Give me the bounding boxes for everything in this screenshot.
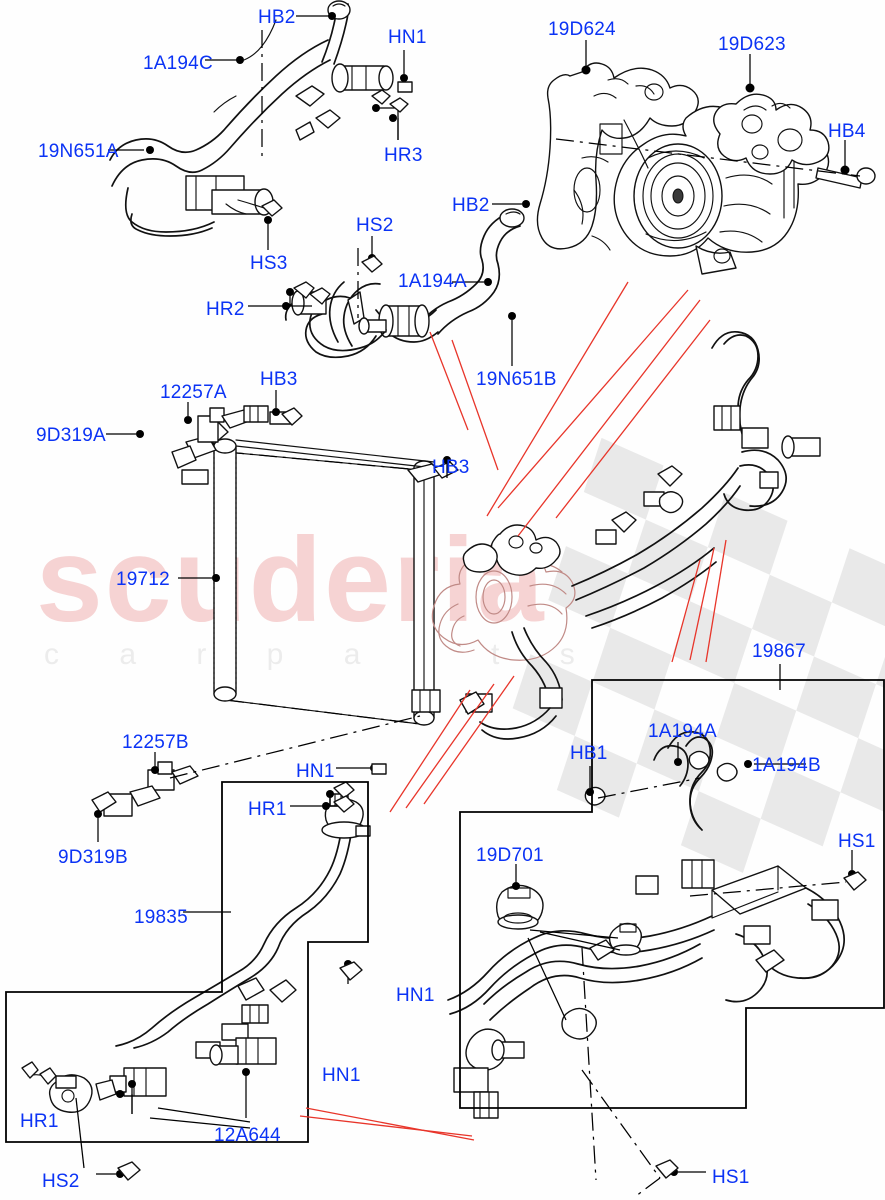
label-HS2-mid[interactable]: HS2 xyxy=(356,215,394,236)
label-HR1-low[interactable]: HR1 xyxy=(20,1111,59,1132)
label-9D319B[interactable]: 9D319B xyxy=(58,847,128,868)
label-1A194B[interactable]: 1A194B xyxy=(752,755,821,776)
group-box-19835 xyxy=(5,781,369,1143)
label-HB3-right[interactable]: HB3 xyxy=(432,457,470,478)
label-19D623[interactable]: 19D623 xyxy=(718,34,786,55)
label-HB4[interactable]: HB4 xyxy=(828,121,866,142)
leader-lines-top-left xyxy=(108,12,413,250)
group-box-19867 xyxy=(459,679,885,1109)
label-19867[interactable]: 19867 xyxy=(752,641,806,662)
label-HR2[interactable]: HR2 xyxy=(206,299,245,320)
part-19D623-ac-compressor xyxy=(536,62,876,275)
label-12257B[interactable]: 12257B xyxy=(122,732,189,753)
label-19N651B[interactable]: 19N651B xyxy=(476,369,557,390)
label-HS1-right[interactable]: HS1 xyxy=(838,831,876,852)
label-1A194A-rear[interactable]: 1A194A xyxy=(648,721,717,742)
label-19N651A[interactable]: 19N651A xyxy=(38,141,119,162)
leader-lines-compressor xyxy=(581,40,850,175)
label-19712[interactable]: 19712 xyxy=(116,569,170,590)
part-19712-condenser xyxy=(91,405,459,817)
label-12A644[interactable]: 12A644 xyxy=(214,1125,281,1146)
label-HS2-low[interactable]: HS2 xyxy=(42,1171,80,1192)
leader-lines-rear-lines xyxy=(512,664,867,1197)
label-HS3[interactable]: HS3 xyxy=(250,253,288,274)
leader-lines-condenser xyxy=(94,390,451,842)
part-19N651A-heater-hose xyxy=(109,0,394,237)
label-HR1-top[interactable]: HR1 xyxy=(248,799,287,820)
part-19867-rear-ac-lines xyxy=(431,330,845,1119)
label-19D624[interactable]: 19D624 xyxy=(548,19,616,40)
label-HN1-mid[interactable]: HN1 xyxy=(396,985,435,1006)
label-HB2-mid[interactable]: HB2 xyxy=(452,195,490,216)
label-1A194A-mid[interactable]: 1A194A xyxy=(398,271,467,292)
label-HS1-low[interactable]: HS1 xyxy=(712,1167,750,1188)
label-HB1[interactable]: HB1 xyxy=(570,743,608,764)
label-HR3[interactable]: HR3 xyxy=(384,145,423,166)
assembly-reference-lines xyxy=(299,281,727,1141)
leader-lines-front-line xyxy=(75,763,387,1181)
label-HB2-top[interactable]: HB2 xyxy=(258,7,296,28)
label-19835[interactable]: 19835 xyxy=(134,907,188,928)
label-HN1-front-top[interactable]: HN1 xyxy=(296,761,335,782)
label-HB3-top[interactable]: HB3 xyxy=(260,369,298,390)
label-HN1-top[interactable]: HN1 xyxy=(388,27,427,48)
label-1A194C[interactable]: 1A194C xyxy=(143,53,213,74)
label-HN1-low[interactable]: HN1 xyxy=(322,1065,361,1086)
label-19D701[interactable]: 19D701 xyxy=(476,845,544,866)
leader-lines-mid-hose xyxy=(248,200,530,366)
label-9D319A[interactable]: 9D319A xyxy=(36,425,106,446)
label-12257A[interactable]: 12257A xyxy=(160,382,227,403)
part-19835-front-ac-line xyxy=(21,793,371,1113)
part-19N651B-heater-hose xyxy=(284,208,525,359)
